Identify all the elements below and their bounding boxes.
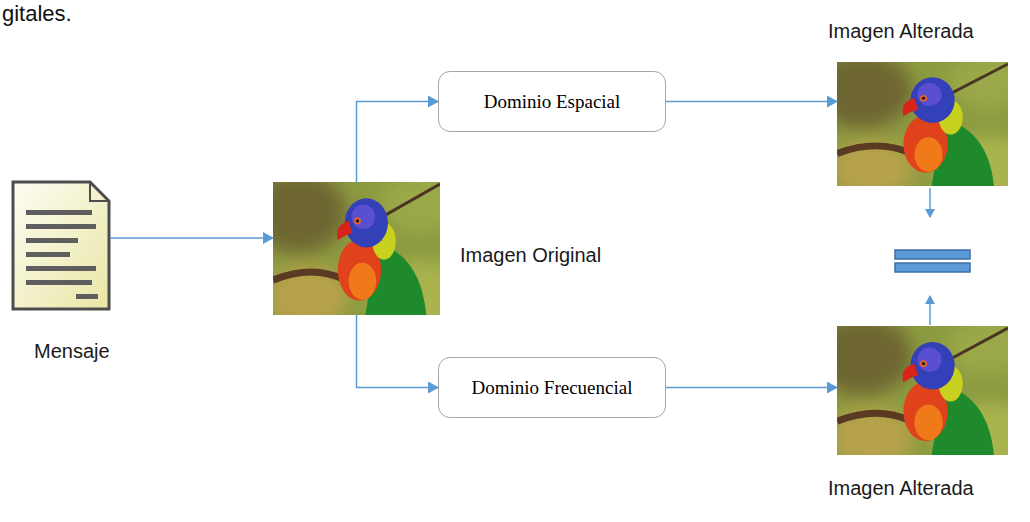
parrot-photo <box>248 172 469 333</box>
image-caption: Mensaje <box>34 340 110 362</box>
text-fragment: gitales. <box>2 1 72 27</box>
image-node: Imagen Alterada <box>837 326 1008 455</box>
process-box: Dominio Espacial <box>438 71 666 132</box>
flow-arrow <box>666 387 837 389</box>
document-icon: Mensaje <box>10 180 110 310</box>
process-box: Dominio Frecuencial <box>438 357 666 418</box>
compare-arrow <box>929 188 931 217</box>
box-label: Dominio Frecuencial <box>472 377 633 399</box>
parrot-photo <box>812 52 1030 202</box>
image-caption: Imagen Alterada <box>828 477 974 499</box>
parrot-photo <box>812 316 1030 472</box>
box-label: Dominio Espacial <box>484 91 621 113</box>
compare-arrow <box>929 296 931 325</box>
flow-arrow <box>357 102 439 183</box>
equal-sign <box>895 250 970 272</box>
image-node: Imagen Alterada <box>837 62 1008 186</box>
image-node: Imagen Original <box>273 182 440 315</box>
flow-arrow <box>110 237 273 239</box>
image-caption: Imagen Alterada <box>828 20 974 42</box>
image-caption: Imagen Original <box>460 244 601 266</box>
flow-arrow <box>357 315 439 388</box>
document-icon <box>13 182 109 309</box>
flow-arrow <box>666 101 837 103</box>
